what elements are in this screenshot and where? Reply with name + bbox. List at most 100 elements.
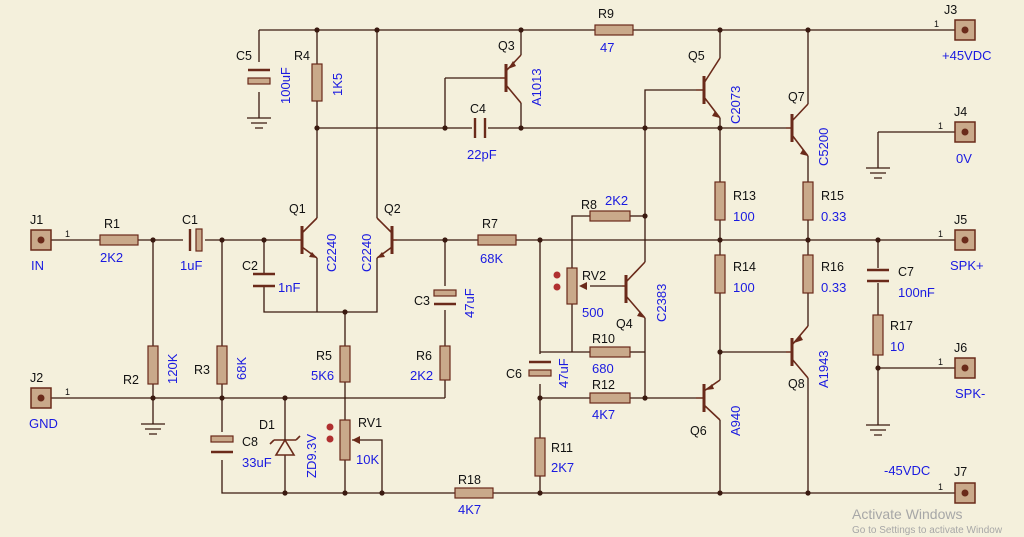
resistor-R1[interactable]: R1 2K2 <box>99 217 139 265</box>
RV1-value: 10K <box>356 452 379 467</box>
resistor-R4[interactable]: R4 1K5 <box>294 49 345 102</box>
J6-label: SPK- <box>955 386 985 401</box>
J1-ref: J1 <box>30 213 43 227</box>
Q1-value: C2240 <box>324 234 339 272</box>
C7-ref: C7 <box>898 265 914 279</box>
J2-ref: J2 <box>30 371 43 385</box>
connector-J5[interactable]: J5 SPK+ 1 <box>938 213 984 273</box>
C2-value: 1nF <box>278 280 300 295</box>
Q6-value: A940 <box>728 406 743 436</box>
R8-value: 2K2 <box>605 193 628 208</box>
resistor-R2[interactable]: R2 120K <box>123 345 180 387</box>
R9-ref: R9 <box>598 7 614 21</box>
J2-label: GND <box>29 416 58 431</box>
R12-ref: R12 <box>592 378 615 392</box>
R11-ref: R11 <box>551 441 573 455</box>
R18-value: 4K7 <box>458 502 481 517</box>
capacitor-C2[interactable]: C2 1nF <box>242 259 300 295</box>
C5-ref: C5 <box>236 49 252 63</box>
Q2-value: C2240 <box>359 234 374 272</box>
Q7-ref: Q7 <box>788 90 805 104</box>
RV2-value: 500 <box>582 305 604 320</box>
Q1-ref: Q1 <box>289 202 306 216</box>
capacitor-C5[interactable]: C5 100uF <box>236 49 293 104</box>
potentiometer-RV2[interactable]: RV2 500 <box>553 267 607 320</box>
R5-ref: R5 <box>316 349 332 363</box>
R9-value: 47 <box>600 40 614 55</box>
transistor-Q1[interactable]: Q1 C2240 <box>289 202 339 272</box>
resistor-R15[interactable]: R15 0.33 <box>802 181 846 224</box>
capacitor-C8[interactable]: C8 33uF <box>210 435 272 470</box>
Q6-ref: Q6 <box>690 424 707 438</box>
potentiometer-RV1[interactable]: RV1 10K <box>326 416 383 467</box>
capacitor-C7[interactable]: C7 100nF <box>867 265 935 300</box>
transistor-Q8[interactable]: Q8 A1943 <box>786 325 831 391</box>
transistor-Q7[interactable]: Q7 C5200 <box>786 90 831 166</box>
resistor-R11[interactable]: R11 2K7 <box>534 437 574 477</box>
J4-label: 0V <box>956 151 972 166</box>
zener-diode-D1[interactable]: D1 ZD9.3V <box>259 418 319 478</box>
connector-J3[interactable]: J3 +45VDC 1 <box>934 3 992 63</box>
R7-ref: R7 <box>482 217 498 231</box>
resistor-R12[interactable]: R12 4K7 <box>589 378 631 422</box>
transistor-Q3[interactable]: Q3 A1013 <box>498 39 544 106</box>
transistor-Q6[interactable]: Q6 A940 <box>690 379 743 438</box>
resistor-R5[interactable]: R5 5K6 <box>311 345 351 383</box>
R3-value: 68K <box>234 357 249 380</box>
wires <box>51 29 955 494</box>
J5-label: SPK+ <box>950 258 984 273</box>
R14-value: 100 <box>733 280 755 295</box>
R7-value: 68K <box>480 251 503 266</box>
Q5-ref: Q5 <box>688 49 705 63</box>
C8-value: 33uF <box>242 455 272 470</box>
junctions <box>150 27 881 496</box>
resistor-R13[interactable]: R13 100 <box>714 181 756 224</box>
Q4-ref: Q4 <box>616 317 633 331</box>
J3-ref: J3 <box>944 3 957 17</box>
resistor-R17[interactable]: R17 10 <box>872 314 913 356</box>
resistor-R14[interactable]: R14 100 <box>714 254 756 295</box>
transistor-Q5[interactable]: Q5 C2073 <box>688 49 743 124</box>
Q5-value: C2073 <box>728 86 743 124</box>
J3-label: +45VDC <box>942 48 992 63</box>
connector-J4[interactable]: J4 0V 1 <box>938 105 976 166</box>
connector-J2[interactable]: J2 GND 1 <box>29 371 70 431</box>
J7-label: -45VDC <box>884 463 930 478</box>
transistor-Q2[interactable]: Q2 C2240 <box>359 202 401 272</box>
J3-pin: 1 <box>934 19 939 29</box>
resistor-R8[interactable]: R8 2K2 <box>581 193 631 222</box>
D1-value: ZD9.3V <box>304 434 319 478</box>
R13-ref: R13 <box>733 189 756 203</box>
resistor-R10[interactable]: R10 680 <box>589 332 631 376</box>
D1-ref: D1 <box>259 418 275 432</box>
watermark-title: Activate Windows <box>852 506 962 522</box>
resistor-R3[interactable]: R3 68K <box>194 345 249 385</box>
R8-ref: R8 <box>581 198 597 212</box>
J6-ref: J6 <box>954 341 967 355</box>
capacitor-C3[interactable]: C3 47uF <box>414 288 477 318</box>
resistor-R18[interactable]: R18 4K7 <box>454 473 494 517</box>
C5-value: 100uF <box>278 67 293 104</box>
R5-value: 5K6 <box>311 368 334 383</box>
resistor-R16[interactable]: R16 0.33 <box>802 254 846 295</box>
R11-value: 2K7 <box>551 460 574 475</box>
resistor-R7[interactable]: R7 68K <box>477 217 517 266</box>
capacitor-C4[interactable]: C4 22pF <box>467 102 497 162</box>
transistor-Q4[interactable]: Q4 C2383 <box>616 261 669 331</box>
J7-ref: J7 <box>954 465 967 479</box>
connector-J6[interactable]: J6 SPK- 1 <box>938 341 985 401</box>
capacitor-C6[interactable]: C6 47uF <box>506 358 571 388</box>
resistor-R6[interactable]: R6 2K2 <box>410 345 451 383</box>
R1-value: 2K2 <box>100 250 123 265</box>
J1-pin: 1 <box>65 229 70 239</box>
resistor-R9[interactable]: R9 47 <box>594 7 634 55</box>
J6-pin: 1 <box>938 357 943 367</box>
connector-J1[interactable]: J1 IN 1 <box>30 213 70 273</box>
Q8-ref: Q8 <box>788 377 805 391</box>
capacitor-C1[interactable]: C1 1uF <box>180 213 203 273</box>
Q8-value: A1943 <box>816 350 831 388</box>
connector-J7[interactable]: J7 -45VDC 1 <box>884 463 976 504</box>
J1-label: IN <box>31 258 44 273</box>
